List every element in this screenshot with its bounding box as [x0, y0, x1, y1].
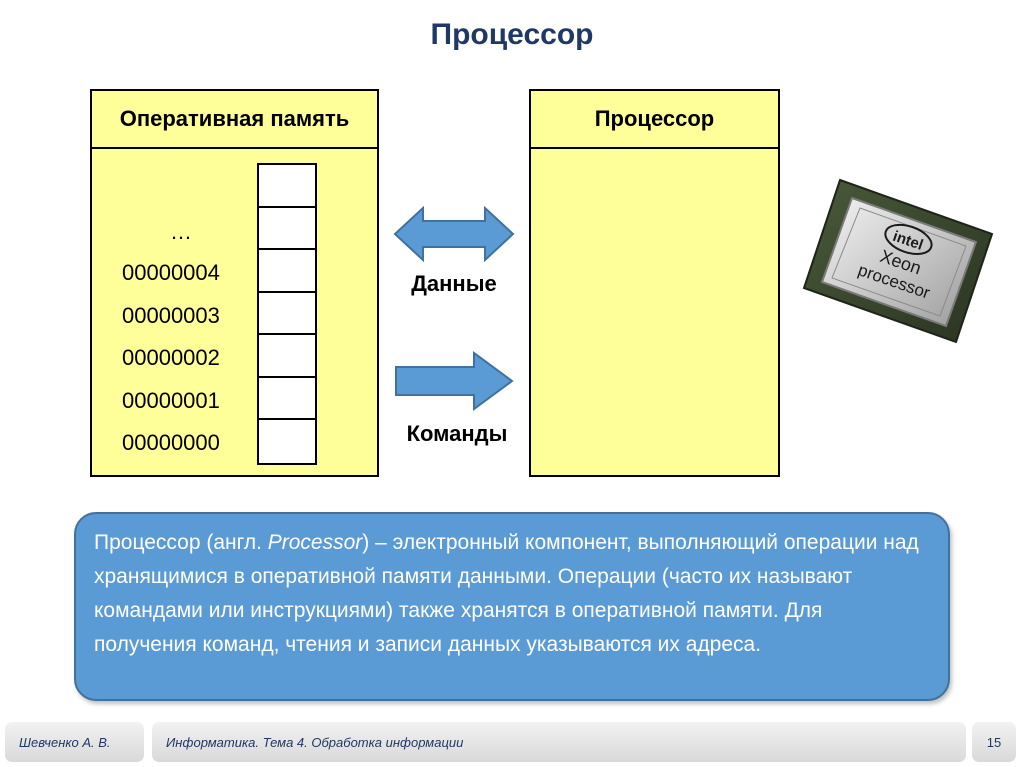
definition-part2: ) – электронный компонент, выполняющий о…: [94, 531, 919, 656]
footer-page-number-text: 15: [986, 734, 1002, 750]
definition-italic-term: Processor: [267, 531, 363, 554]
footer-course: Информатика. Тема 4. Обработка информаци…: [152, 722, 966, 762]
memory-cell: [259, 292, 315, 335]
data-arrow-label: Данные: [411, 271, 497, 296]
footer-course-text: Информатика. Тема 4. Обработка информаци…: [166, 734, 464, 750]
memory-address-0: 00000000: [122, 430, 220, 455]
memory-cell: [259, 207, 315, 250]
memory-box: Оперативная память … 00000004 00000003 0…: [90, 89, 379, 477]
footer-author-text: Шевченко А. В.: [19, 734, 111, 750]
slide-title: Процессор: [430, 18, 594, 51]
memory-address-1: 00000001: [122, 388, 220, 413]
footer-page-number: 15: [972, 722, 1016, 762]
memory-cells: [257, 163, 317, 465]
memory-address-4: 00000004: [122, 260, 220, 285]
commands-right-arrow-icon: [395, 351, 514, 411]
cpu-chip-icon: intel Xeon processor: [802, 178, 994, 344]
memory-box-header: Оперативная память: [92, 91, 377, 149]
memory-cell: [259, 420, 315, 463]
memory-address-2: 00000002: [122, 345, 220, 370]
footer-author: Шевченко А. В.: [5, 722, 144, 762]
processor-box-header: Процессор: [531, 91, 778, 149]
processor-box: Процессор: [529, 89, 780, 477]
memory-cell: [259, 250, 315, 293]
commands-arrow-label: Команды: [406, 421, 508, 446]
memory-cell: [259, 377, 315, 420]
memory-address-3: 00000003: [122, 303, 220, 328]
definition-part1: Процессор (англ.: [94, 531, 268, 554]
memory-ellipsis: …: [170, 219, 192, 244]
definition-text-box: Процессор (англ. Processor) – электронны…: [74, 512, 950, 701]
data-double-arrow-icon: [393, 206, 515, 262]
memory-cell: [259, 335, 315, 378]
memory-cell: [259, 165, 315, 208]
